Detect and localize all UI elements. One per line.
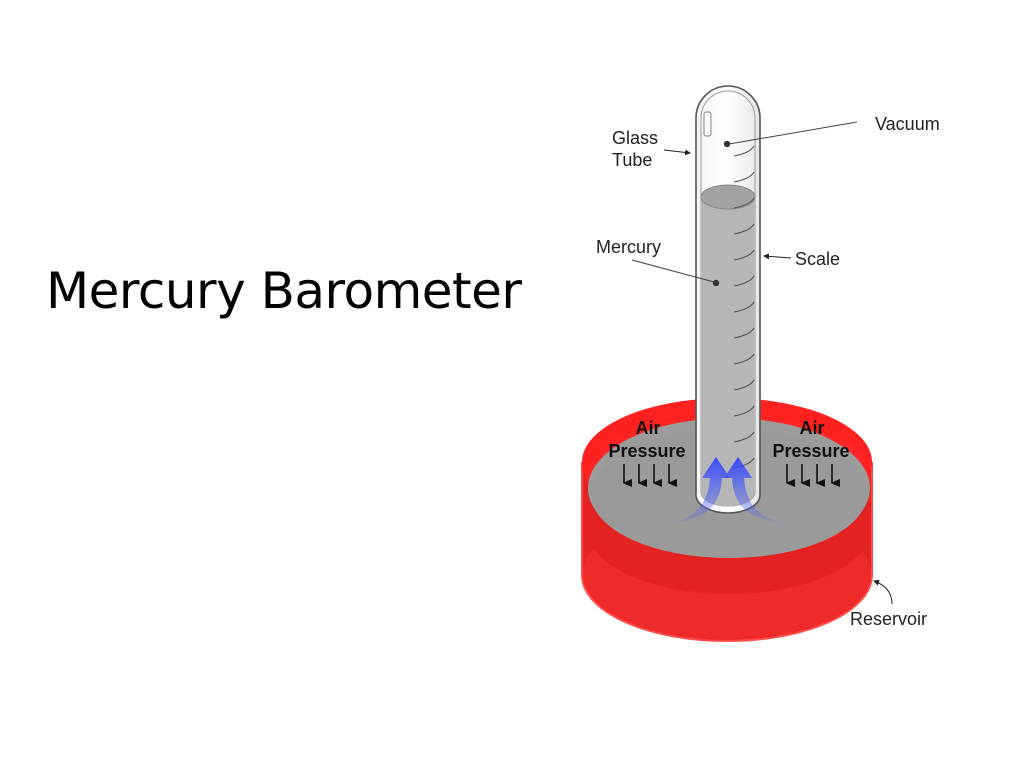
glass-tube <box>695 85 761 514</box>
label-glass-tube: Glass Tube <box>612 128 691 170</box>
air-right-line2: Pressure <box>772 441 849 461</box>
mercury-column <box>701 197 755 506</box>
scale-ticks <box>733 145 755 469</box>
mercury-dot <box>712 279 720 287</box>
reservoir <box>581 398 873 642</box>
flow-arrows <box>676 457 778 522</box>
flow-arrow-left <box>676 457 730 522</box>
air-pressure-left: Air Pressure <box>608 418 686 487</box>
glass-tube-line2: Tube <box>612 150 652 170</box>
glass-highlight <box>703 111 712 137</box>
vacuum-dot <box>723 140 731 148</box>
vacuum-label: Vacuum <box>875 114 940 134</box>
reservoir-label: Reservoir <box>850 609 927 629</box>
scale-label: Scale <box>795 249 840 269</box>
label-vacuum: Vacuum <box>728 114 940 145</box>
flow-arrow-right <box>724 457 778 522</box>
label-reservoir: Reservoir <box>850 579 927 629</box>
air-left-line2: Pressure <box>608 441 685 461</box>
glass-tube-line1: Glass <box>612 128 658 148</box>
slide-title: Mercury Barometer <box>46 262 522 320</box>
mercury-label: Mercury <box>596 237 661 257</box>
air-right-line1: Air <box>799 418 824 438</box>
label-mercury: Mercury <box>596 237 715 283</box>
air-pressure-right: Air Pressure <box>772 418 850 487</box>
label-scale: Scale <box>763 249 840 269</box>
mercury-meniscus <box>700 184 756 210</box>
down-arrows-right <box>785 464 840 487</box>
air-left-line1: Air <box>635 418 660 438</box>
down-arrows-left <box>622 464 677 487</box>
